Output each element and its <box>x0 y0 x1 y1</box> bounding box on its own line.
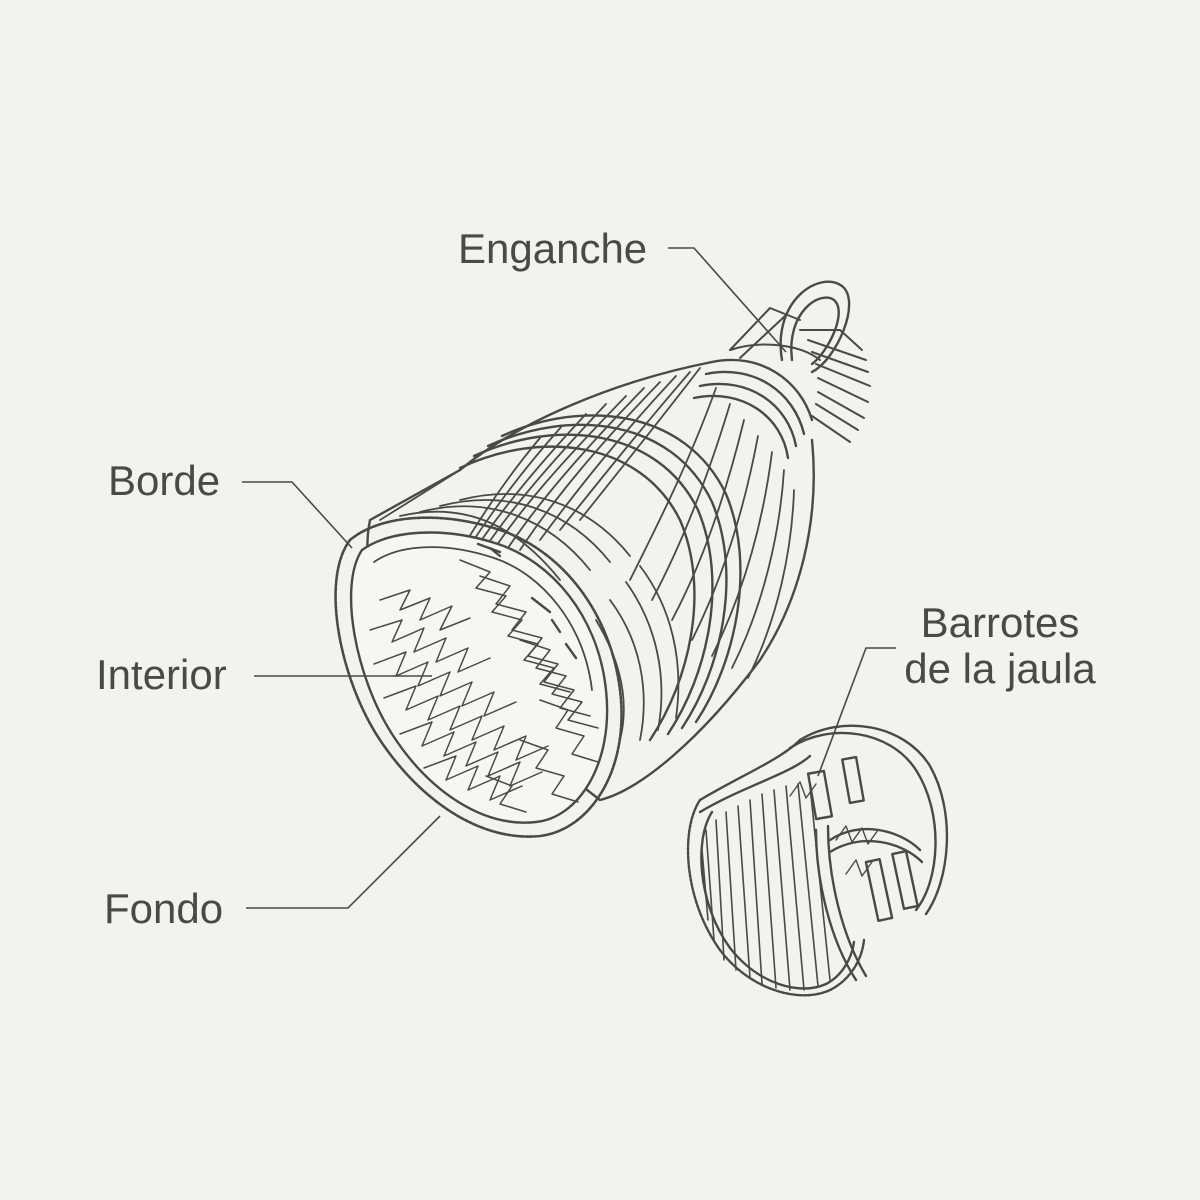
rim-outer <box>334 516 623 838</box>
label-barrotes-line1: Barrotes <box>920 599 1080 646</box>
label-barrotes: Barrotes de la jaula <box>890 600 1110 692</box>
label-interior: Interior <box>96 651 227 698</box>
leader-barrotes <box>817 647 896 777</box>
cage-top <box>698 738 802 802</box>
rim-notches <box>476 542 578 660</box>
leader-borde <box>242 481 353 549</box>
neck-bristles <box>729 307 871 443</box>
neck-binding <box>692 358 814 460</box>
cage-bristles <box>701 783 831 991</box>
leader-lines <box>242 247 896 909</box>
interior-bristles <box>369 559 599 813</box>
cage-front-rim <box>686 798 866 997</box>
label-barrotes-line2: de la jaula <box>904 645 1096 692</box>
leader-fondo <box>246 815 441 909</box>
label-borde: Borde <box>108 457 221 504</box>
brush-body <box>334 280 871 838</box>
collar-band <box>458 414 742 742</box>
cage-piece <box>686 724 949 997</box>
cage-inner-tips <box>789 781 879 877</box>
leader-enganche <box>668 247 787 353</box>
rim-inner <box>349 531 609 824</box>
hook-loop <box>779 280 851 374</box>
cage-bars <box>806 755 924 982</box>
label-fondo: Fondo <box>104 885 224 932</box>
label-enganche: Enganche <box>458 225 648 272</box>
cage-back-ring <box>788 731 937 912</box>
lower-bristles <box>379 469 680 741</box>
